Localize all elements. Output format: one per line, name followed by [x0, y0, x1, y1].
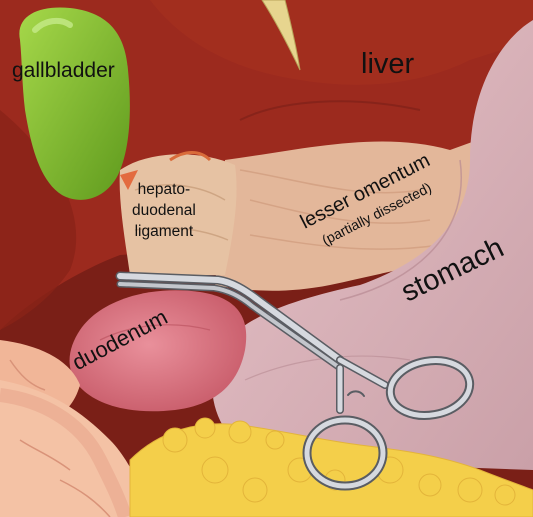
gallbladder: [19, 7, 130, 200]
forceps-clamp-icon: [115, 271, 475, 491]
label-hepatoduodenal-ligament: hepato- duodenal ligament: [132, 179, 196, 242]
falciform-ligament: [261, 0, 301, 71]
bowel-loops: [0, 340, 160, 517]
hepatoduodenal-ligament: [119, 151, 237, 275]
omental-fat: [129, 417, 533, 517]
duodenum: [69, 290, 247, 412]
label-hepatoduodenal-line1: hepato-: [137, 181, 191, 198]
label-gallbladder: gallbladder: [12, 59, 115, 82]
label-hepatoduodenal-line2: duodenal: [132, 202, 196, 219]
label-liver: liver: [361, 48, 415, 80]
label-hepatoduodenal-line3: ligament: [134, 223, 194, 240]
